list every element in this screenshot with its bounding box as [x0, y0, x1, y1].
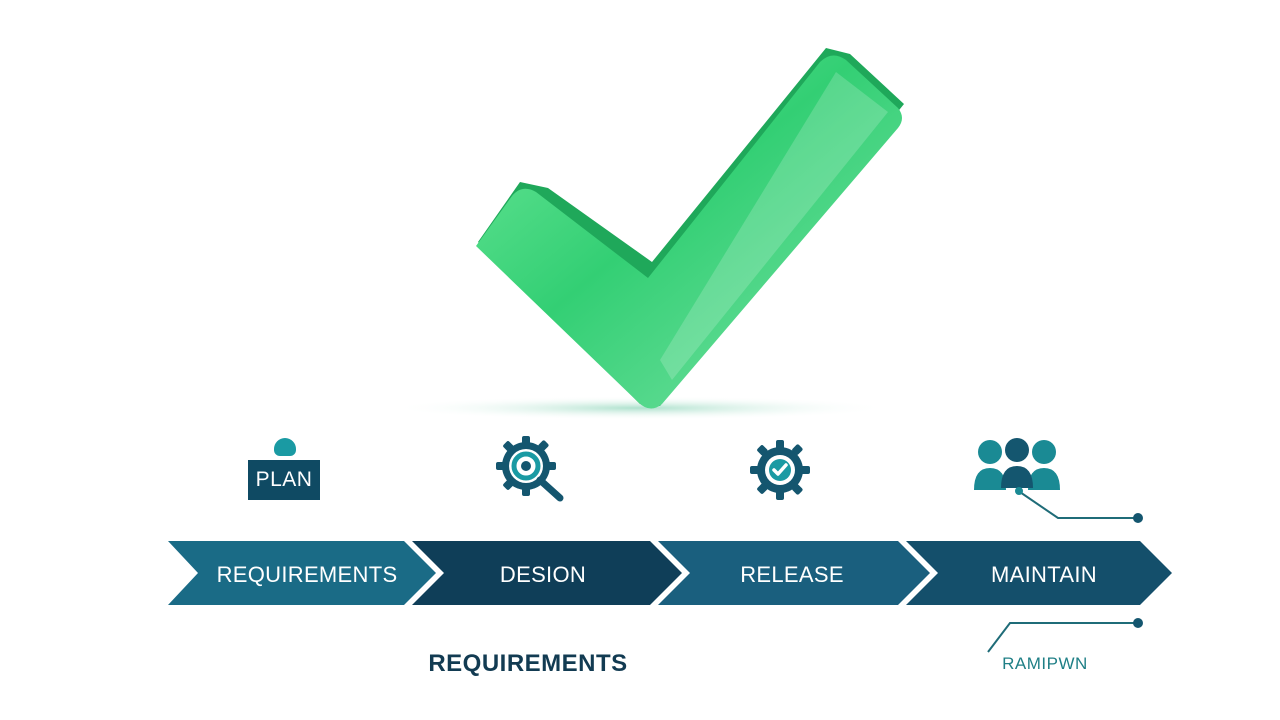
plan-badge: PLAN — [248, 460, 320, 500]
maintain-connector — [1016, 489, 1138, 519]
team-people-icon — [974, 438, 1143, 523]
step-chevron-requirements — [168, 541, 436, 605]
caption-requirements: REQUIREMENTS — [428, 650, 628, 677]
step-chevron-release — [658, 541, 930, 605]
gear-magnifier-icon — [496, 436, 564, 502]
step-label-design: DESION — [499, 562, 587, 587]
step-label-release: RELEASE — [740, 562, 844, 587]
caption-maintain: RAMIPWN — [1002, 654, 1088, 673]
step-label-maintain: MAINTAIN — [991, 562, 1097, 587]
step-label-requirements: REQUIREMENTS — [216, 562, 398, 587]
step-chevron-design — [412, 541, 682, 605]
caption-connector — [987, 618, 1143, 653]
plan-person-icon — [274, 438, 296, 456]
gear-check-icon — [750, 440, 810, 500]
step-chevron-maintain — [906, 541, 1172, 605]
